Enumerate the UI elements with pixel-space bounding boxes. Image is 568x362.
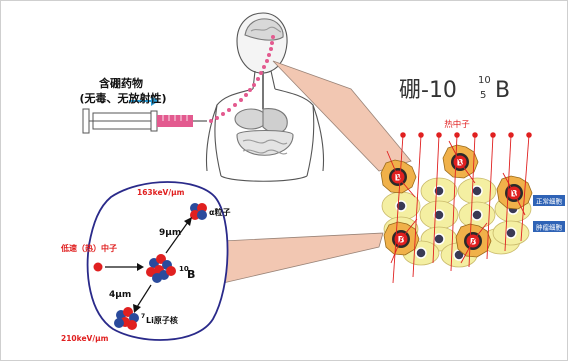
- li-mass-number: 7: [141, 313, 145, 320]
- alpha-particle-label: α粒子: [209, 207, 231, 217]
- thermal-neutron-label: 热中子: [444, 119, 470, 130]
- tumor-cell-b-label: B: [457, 159, 464, 169]
- boron-title: 硼-10 10 5 B: [399, 75, 510, 103]
- li-label: Li原子核: [146, 315, 178, 325]
- slow-neutron-icon: [94, 263, 103, 272]
- li-energy-label: 210keV/μm: [61, 334, 109, 343]
- beam-head-to-cells: [273, 61, 411, 171]
- beam-cell-to-reaction: [223, 233, 383, 283]
- drug-label-line1: 含硼药物: [98, 76, 143, 90]
- li-distance-label: 4μm: [109, 290, 131, 300]
- boron-symbol: B: [495, 78, 510, 103]
- slow-neutron-label: 低速（热）中子: [60, 243, 117, 253]
- alpha-particle-icon: [190, 203, 207, 220]
- boron-mass-number: 10: [478, 75, 491, 86]
- alpha-distance-label: 9μm: [159, 228, 181, 238]
- human-body-illustration: [206, 13, 323, 181]
- normal-cell-label: 正常细胞: [536, 197, 563, 206]
- drug-label-line2: (无毒、无放射性): [79, 91, 166, 105]
- normal-cell-badge: 正常细胞: [533, 195, 565, 206]
- boron-prefix: 硼-10: [399, 78, 457, 103]
- b10-symbol: B: [187, 268, 195, 281]
- alpha-energy-label: 163keV/μm: [137, 188, 185, 197]
- boron-atomic-number: 5: [480, 90, 486, 101]
- tumor-cell-badge: 肿瘤细胞: [533, 221, 565, 232]
- tumor-cell-label: 肿瘤细胞: [536, 223, 563, 232]
